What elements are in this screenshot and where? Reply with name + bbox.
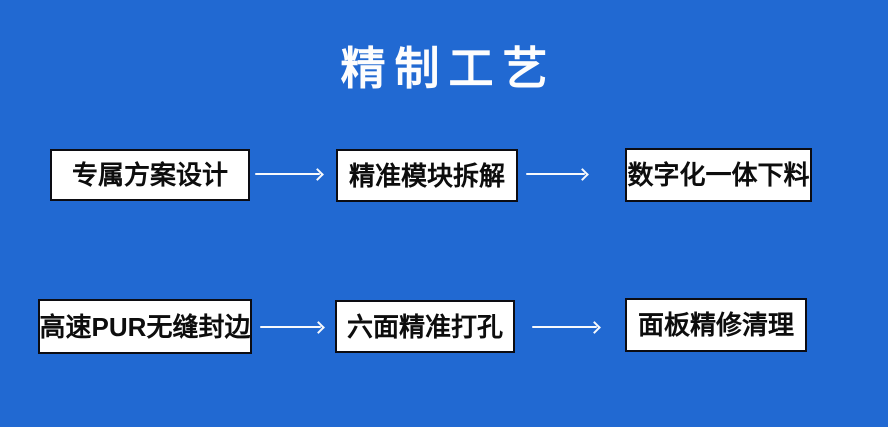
arrow-shaft — [260, 326, 321, 328]
flow-step-digital-cutting: 数字化一体下料 — [625, 148, 812, 202]
arrow-right-icon — [526, 167, 589, 181]
arrow-right-icon — [260, 320, 325, 334]
arrow-head — [311, 167, 324, 181]
arrow-right-icon — [532, 320, 601, 334]
arrow-shaft — [255, 173, 320, 175]
arrow-shaft — [532, 326, 597, 328]
flow-step-panel-finishing: 面板精修清理 — [625, 298, 807, 352]
arrow-head — [312, 320, 325, 334]
flow-step-module-breakdown: 精准模块拆解 — [336, 149, 518, 202]
page-title: 精制工艺 — [340, 43, 557, 94]
flow-step-pur-edge-banding: 高速PUR无缝封边 — [38, 299, 252, 354]
arrow-right-icon — [255, 167, 324, 181]
flow-step-exclusive-design: 专属方案设计 — [50, 149, 250, 201]
arrow-head — [588, 320, 601, 334]
arrow-shaft — [526, 173, 585, 175]
flow-step-six-side-drilling: 六面精准打孔 — [335, 300, 515, 353]
arrow-head — [576, 167, 589, 181]
